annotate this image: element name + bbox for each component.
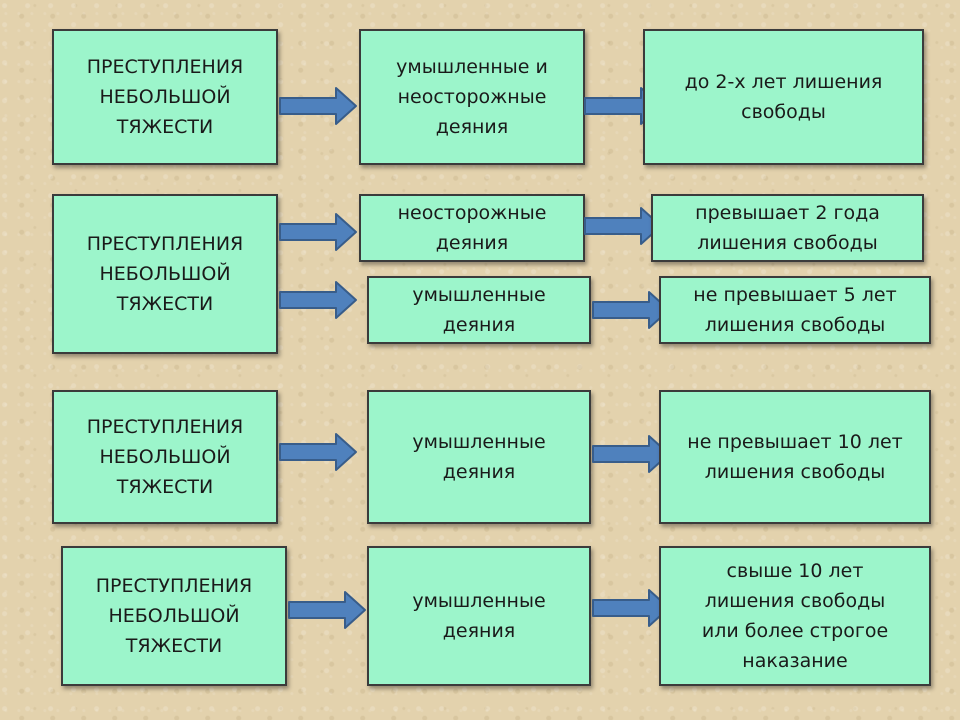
penalty-label-2b: не превышает 5 лет лишения свободы xyxy=(693,284,897,336)
category-label-1: ПРЕСТУПЛЕНИЯ НЕБОЛЬШОЙ ТЯЖЕСТИ xyxy=(86,56,244,138)
arrow-icon xyxy=(592,435,670,473)
category-label-4: ПРЕСТУПЛЕНИЯ НЕБОЛЬШОЙ ТЯЖЕСТИ xyxy=(95,575,253,657)
category-box-3: ПРЕСТУПЛЕНИЯ НЕБОЛЬШОЙ ТЯЖЕСТИ xyxy=(52,390,278,524)
category-label-3: ПРЕСТУПЛЕНИЯ НЕБОЛЬШОЙ ТЯЖЕСТИ xyxy=(86,416,244,498)
act-label-1: умышленные и неосторожные деяния xyxy=(396,56,548,138)
arrow-icon xyxy=(279,87,357,125)
act-box-2a: неосторожные деяния xyxy=(359,194,585,262)
penalty-label-4: свыше 10 лет лишения свободы или более с… xyxy=(701,560,889,672)
arrow-icon xyxy=(279,433,357,471)
penalty-box-2a: превышает 2 года лишения свободы xyxy=(651,194,924,262)
arrow-icon xyxy=(279,281,357,319)
category-label-2: ПРЕСТУПЛЕНИЯ НЕБОЛЬШОЙ ТЯЖЕСТИ xyxy=(86,233,244,315)
act-label-2a: неосторожные деяния xyxy=(397,202,547,254)
penalty-label-1: до 2-х лет лишения свободы xyxy=(684,71,883,123)
penalty-label-2a: превышает 2 года лишения свободы xyxy=(695,202,880,254)
act-box-3: умышленные деяния xyxy=(367,390,591,524)
penalty-box-2b: не превышает 5 лет лишения свободы xyxy=(659,276,931,344)
category-box-4: ПРЕСТУПЛЕНИЯ НЕБОЛЬШОЙ ТЯЖЕСТИ xyxy=(61,546,287,686)
act-box-4: умышленные деяния xyxy=(367,546,591,686)
act-label-4: умышленные деяния xyxy=(412,590,546,642)
category-box-2: ПРЕСТУПЛЕНИЯ НЕБОЛЬШОЙ ТЯЖЕСТИ xyxy=(52,194,278,354)
arrow-icon xyxy=(288,591,366,629)
arrow-icon xyxy=(584,207,662,245)
arrow-icon xyxy=(592,589,670,627)
penalty-box-3: не превышает 10 лет лишения свободы xyxy=(659,390,931,524)
arrow-icon xyxy=(279,213,357,251)
act-label-3: умышленные деяния xyxy=(412,431,546,483)
act-box-2b: умышленные деяния xyxy=(367,276,591,344)
penalty-box-1: до 2-х лет лишения свободы xyxy=(643,29,924,165)
category-box-1: ПРЕСТУПЛЕНИЯ НЕБОЛЬШОЙ ТЯЖЕСТИ xyxy=(52,29,278,165)
arrow-icon xyxy=(592,291,670,329)
act-label-2b: умышленные деяния xyxy=(412,284,546,336)
penalty-box-4: свыше 10 лет лишения свободы или более с… xyxy=(659,546,931,686)
penalty-label-3: не превышает 10 лет лишения свободы xyxy=(687,431,903,483)
act-box-1: умышленные и неосторожные деяния xyxy=(359,29,585,165)
